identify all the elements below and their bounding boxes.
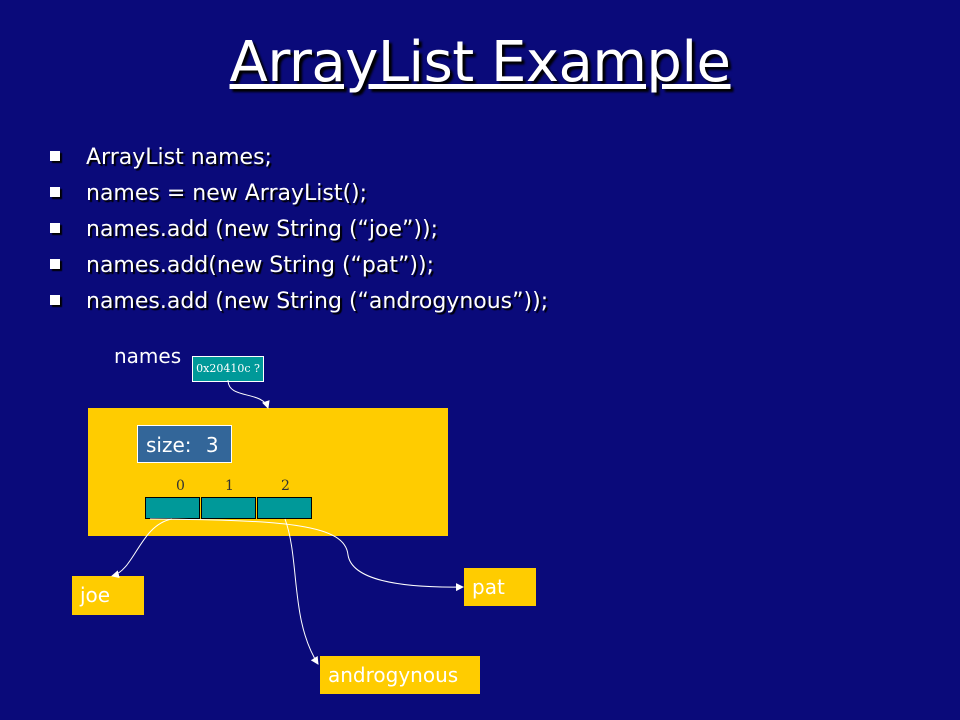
arrow-cell1-to-pat [149, 518, 464, 592]
variable-label: names [114, 344, 182, 368]
string-androgynous: androgynous [320, 656, 480, 694]
string-joe: joe [72, 576, 144, 615]
bullet-text: names.add (new String (“joe”)); [86, 217, 439, 242]
index-label: 1 [225, 478, 234, 494]
bullet-text: names = new ArrayList(); [86, 181, 368, 206]
bullet-item: names.add (new String (“joe”)); [50, 212, 548, 248]
size-value: 3 [205, 433, 219, 457]
index-label: 2 [281, 478, 290, 494]
bullet-item: names = new ArrayList(); [50, 176, 548, 212]
square-bullet-icon [50, 187, 60, 197]
index-label: 0 [176, 478, 185, 494]
bullet-text: ArrayList names; [86, 145, 272, 170]
reference-box: 0x20410c ? [192, 356, 264, 382]
array-cell [201, 497, 256, 519]
square-bullet-icon [50, 151, 60, 161]
slide-title: ArrayList Example [229, 30, 731, 95]
square-bullet-icon [50, 259, 60, 269]
bullet-item: names.add (new String (“androgynous”)); [50, 284, 548, 320]
size-label: size: [146, 433, 192, 457]
string-pat: pat [464, 568, 536, 606]
array-cell [145, 497, 200, 519]
bullet-text: names.add(new String (“pat”)); [86, 253, 434, 278]
bullet-item: names.add(new String (“pat”)); [50, 248, 548, 284]
arrow-names-to-object [227, 379, 270, 409]
size-field: size: 3 [137, 425, 232, 463]
array-cell [257, 497, 312, 519]
bullet-item: ArrayList names; [50, 140, 548, 176]
arrow-cell2-to-androgynous [284, 518, 319, 665]
arrow-cell0-to-joe [111, 518, 173, 579]
bullet-text: names.add (new String (“androgynous”)); [86, 289, 549, 314]
square-bullet-icon [50, 295, 60, 305]
code-bullet-list: ArrayList names; names = new ArrayList()… [50, 140, 548, 320]
square-bullet-icon [50, 223, 60, 233]
